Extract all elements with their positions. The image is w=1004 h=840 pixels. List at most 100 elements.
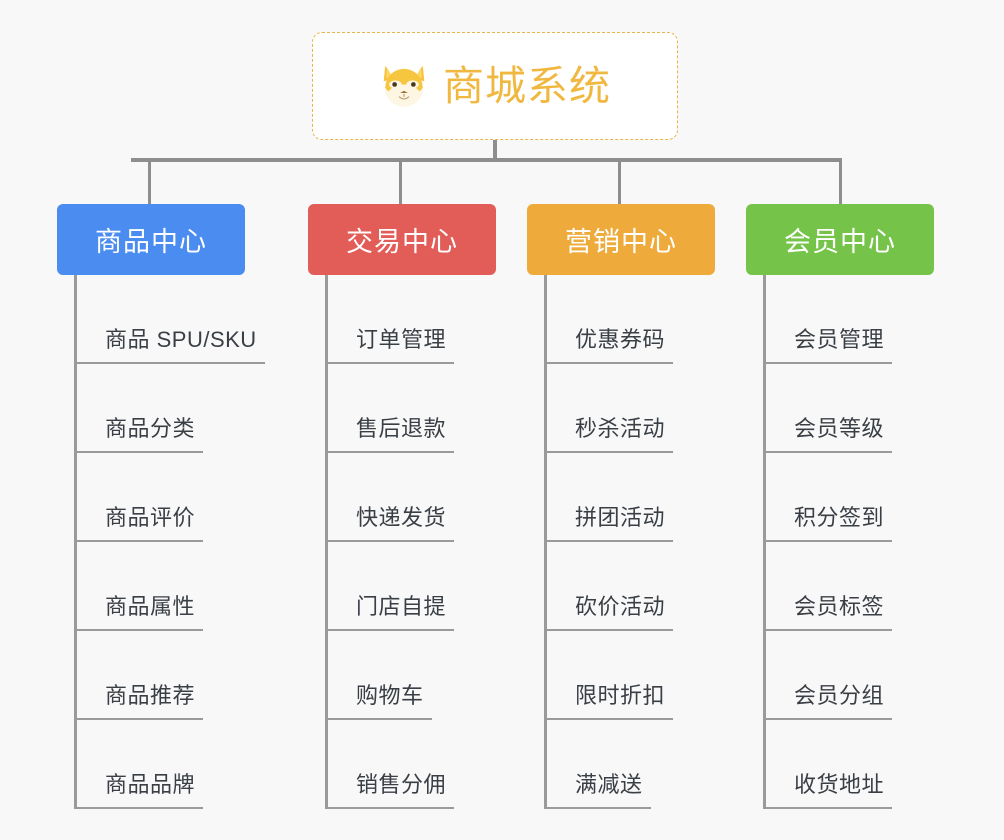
branch-spine [763, 275, 766, 809]
leaf-item[interactable]: 订单管理 [308, 275, 496, 364]
leaf-item[interactable]: 销售分佣 [308, 720, 496, 809]
leaf-item-underline [75, 451, 203, 453]
connector-horizontal-bus [131, 158, 842, 162]
connector-root-stem [493, 140, 497, 162]
leaf-item-underline [326, 540, 454, 542]
leaf-item-label: 商品推荐 [105, 683, 196, 708]
leaf-item-label: 购物车 [356, 683, 424, 708]
category-box-3[interactable]: 营销中心 [527, 204, 715, 275]
category-box-2[interactable]: 交易中心 [308, 204, 496, 275]
leaf-item[interactable]: 商品属性 [57, 542, 265, 631]
leaf-item-underline [764, 629, 892, 631]
branch-column-1: 商品中心商品 SPU/SKU 商品分类商品评价商品属性商品推荐商品品牌 [57, 204, 265, 809]
leaf-item-underline [326, 718, 432, 720]
connector-drop-2 [399, 158, 402, 204]
leaf-item-label: 会员管理 [794, 327, 885, 352]
leaf-item[interactable]: 会员标签 [746, 542, 934, 631]
leaf-item-underline [764, 807, 892, 809]
leaf-item-label: 收货地址 [794, 772, 885, 797]
leaf-item-label: 商品评价 [105, 505, 196, 530]
leaf-item-underline [326, 807, 454, 809]
leaf-item-underline [764, 718, 892, 720]
leaf-item[interactable]: 满减送 [527, 720, 715, 809]
leaf-item-underline [75, 807, 203, 809]
leaf-item-underline [545, 807, 651, 809]
leaf-item-label: 优惠券码 [575, 327, 666, 352]
root-node[interactable]: 商城系统 [312, 32, 678, 140]
leaf-item-label: 会员等级 [794, 416, 885, 441]
leaf-item[interactable]: 商品评价 [57, 453, 265, 542]
leaf-item-label: 商品 SPU/SKU [105, 327, 257, 352]
leaf-item-label: 售后退款 [356, 416, 447, 441]
leaf-item-underline [545, 451, 673, 453]
leaf-item-label: 快递发货 [356, 505, 447, 530]
leaf-item-label: 秒杀活动 [575, 416, 666, 441]
leaf-item-underline [545, 718, 673, 720]
leaf-item-underline [75, 718, 203, 720]
leaf-item[interactable]: 商品品牌 [57, 720, 265, 809]
leaf-item-underline [75, 362, 265, 364]
branch-column-2: 交易中心订单管理售后退款快递发货门店自提购物车销售分佣 [308, 204, 496, 809]
leaf-item[interactable]: 秒杀活动 [527, 364, 715, 453]
branch-2: 订单管理售后退款快递发货门店自提购物车销售分佣 [308, 275, 496, 809]
branch-3: 优惠券码秒杀活动拼团活动砍价活动限时折扣满减送 [527, 275, 715, 809]
leaf-item-underline [326, 451, 454, 453]
connector-drop-3 [618, 158, 621, 204]
leaf-item-label: 商品分类 [105, 416, 196, 441]
category-label: 交易中心 [346, 227, 458, 257]
leaf-item-underline [75, 540, 203, 542]
category-box-1[interactable]: 商品中心 [57, 204, 245, 275]
leaf-item[interactable]: 商品分类 [57, 364, 265, 453]
leaf-item[interactable]: 积分签到 [746, 453, 934, 542]
leaf-item-label: 会员标签 [794, 594, 885, 619]
leaf-item[interactable]: 售后退款 [308, 364, 496, 453]
leaf-item-label: 商品品牌 [105, 772, 196, 797]
category-label: 营销中心 [565, 227, 677, 257]
leaf-item-underline [545, 629, 673, 631]
branch-column-3: 营销中心优惠券码秒杀活动拼团活动砍价活动限时折扣满减送 [527, 204, 715, 809]
leaf-item[interactable]: 拼团活动 [527, 453, 715, 542]
branch-4: 会员管理会员等级积分签到会员标签会员分组收货地址 [746, 275, 934, 809]
leaf-item[interactable]: 快递发货 [308, 453, 496, 542]
leaf-item-label: 限时折扣 [575, 683, 666, 708]
leaf-item-label: 门店自提 [356, 594, 447, 619]
category-box-4[interactable]: 会员中心 [746, 204, 934, 275]
leaf-item[interactable]: 限时折扣 [527, 631, 715, 720]
shiba-dog-face-icon [383, 65, 425, 107]
leaf-item-label: 商品属性 [105, 594, 196, 619]
leaf-item[interactable]: 门店自提 [308, 542, 496, 631]
leaf-item[interactable]: 砍价活动 [527, 542, 715, 631]
leaf-item-label: 砍价活动 [575, 594, 666, 619]
connector-drop-4 [839, 158, 842, 204]
leaf-item[interactable]: 收货地址 [746, 720, 934, 809]
leaf-item[interactable]: 商品 SPU/SKU [57, 275, 265, 364]
leaf-item-label: 订单管理 [356, 327, 447, 352]
connector-drop-1 [148, 158, 151, 204]
leaf-item-label: 会员分组 [794, 683, 885, 708]
leaf-item-underline [326, 629, 454, 631]
leaf-item[interactable]: 购物车 [308, 631, 496, 720]
root-title: 商城系统 [443, 62, 611, 109]
leaf-item-underline [764, 362, 892, 364]
leaf-item-label: 满减送 [575, 772, 643, 797]
leaf-item-underline [764, 451, 892, 453]
leaf-item-label: 积分签到 [794, 505, 885, 530]
category-label: 会员中心 [784, 227, 896, 257]
branch-spine [74, 275, 77, 809]
leaf-item-underline [326, 362, 454, 364]
branch-1: 商品 SPU/SKU 商品分类商品评价商品属性商品推荐商品品牌 [57, 275, 265, 809]
branch-column-4: 会员中心会员管理会员等级积分签到会员标签会员分组收货地址 [746, 204, 934, 809]
leaf-item[interactable]: 优惠券码 [527, 275, 715, 364]
leaf-item[interactable]: 会员管理 [746, 275, 934, 364]
branch-spine [325, 275, 328, 809]
leaf-item-underline [545, 540, 673, 542]
leaf-item-label: 销售分佣 [356, 772, 447, 797]
leaf-item[interactable]: 商品推荐 [57, 631, 265, 720]
leaf-item-underline [764, 540, 892, 542]
leaf-item-underline [545, 362, 673, 364]
leaf-item[interactable]: 会员分组 [746, 631, 934, 720]
category-label: 商品中心 [95, 227, 207, 257]
leaf-item[interactable]: 会员等级 [746, 364, 934, 453]
branch-spine [544, 275, 547, 809]
